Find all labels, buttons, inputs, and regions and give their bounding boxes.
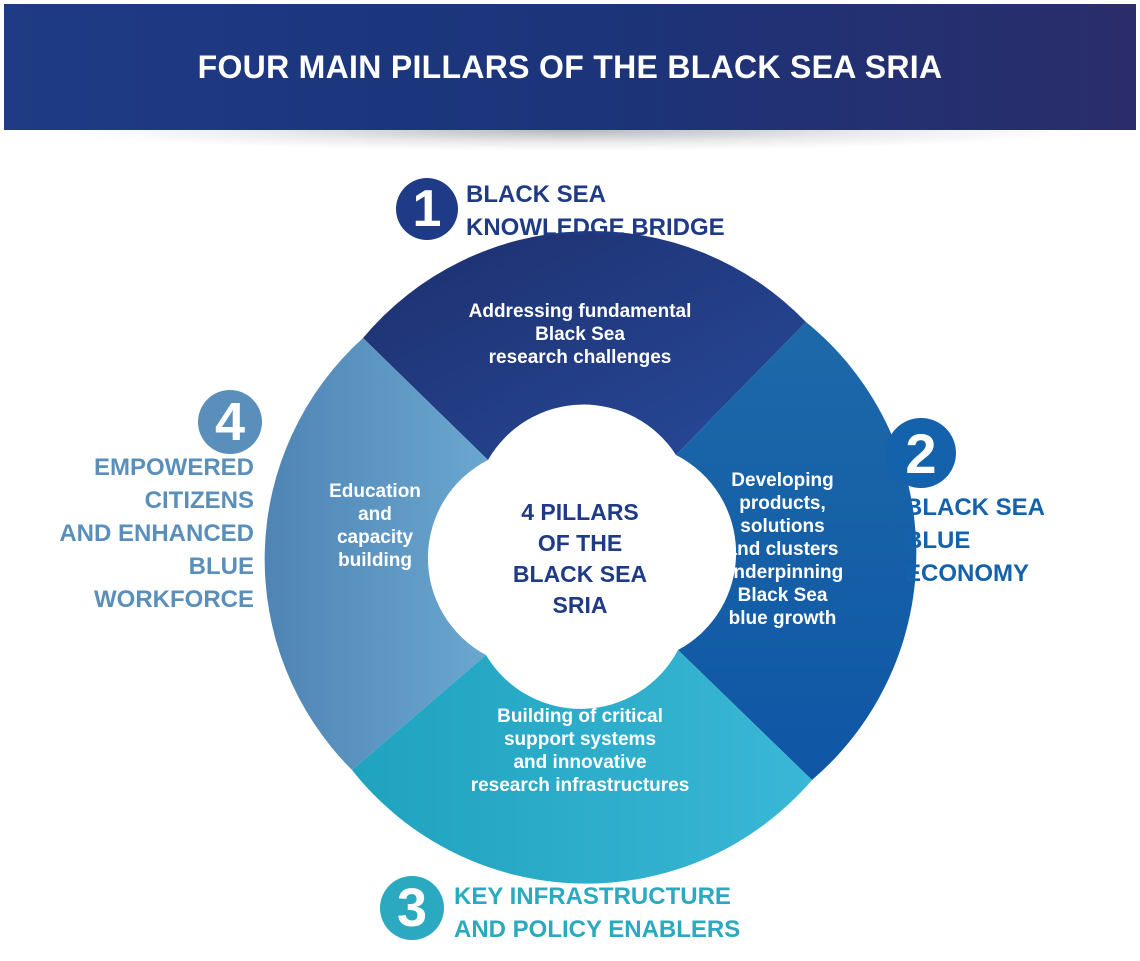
pillar-2-segment [676, 322, 917, 780]
pillar-3-number: 3 [396, 878, 428, 938]
pillar-3-title: KEY INFRASTRUCTURE AND POLICY ENABLERS [454, 883, 741, 943]
title-banner: FOUR MAIN PILLARS OF THE BLACK SEA SRIA [4, 4, 1136, 130]
pillar-4-description: Education and capacity building [329, 481, 421, 571]
pillar-3-segment [352, 650, 812, 884]
banner-shadow [0, 130, 1140, 158]
pillar-1-title: BLACK SEA KNOWLEDGE BRIDGE [466, 181, 725, 241]
pillar-3-description: Building of critical support systems and… [470, 706, 690, 796]
pillar-1-number-badge: 1 [396, 178, 458, 240]
center-circle [470, 448, 690, 668]
pillar-3-number-badge: 3 [380, 876, 444, 940]
pillar-2-number-badge: 2 [886, 418, 956, 488]
pillar-1-number: 1 [412, 180, 442, 238]
pillar-1-segment [363, 231, 806, 460]
pillar-1-description: Addressing fundamental Black Sea researc… [468, 301, 692, 368]
pillar-4-number-badge: 4 [198, 390, 262, 454]
pillar-4-segment [264, 338, 488, 770]
banner-title: FOUR MAIN PILLARS OF THE BLACK SEA SRIA [197, 48, 943, 85]
pillar-4-title: EMPOWERED CITIZENS AND ENHANCED BLUE WOR… [59, 454, 254, 613]
pillar-2-description: Developing products, solutions and clust… [721, 470, 844, 629]
center-label: 4 PILLARS OF THE BLACK SEA SRIA [512, 499, 648, 618]
pillar-2-number: 2 [905, 421, 937, 485]
pillar-4-number: 4 [214, 392, 246, 452]
pillar-2-title: BLACK SEA BLUE ECONOMY [905, 494, 1046, 587]
